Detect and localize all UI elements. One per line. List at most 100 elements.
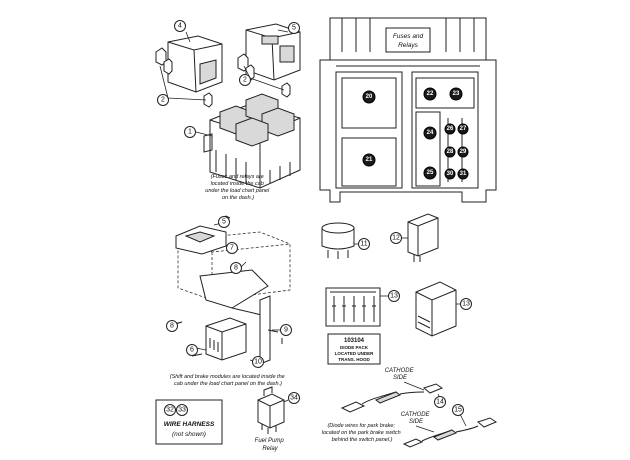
wire-harness-box: 32 33 WIRE HARNESS (not shown) xyxy=(155,399,223,445)
fuel-pump-label: Fuel Pump Relay xyxy=(255,438,286,452)
fuse-31: 31 xyxy=(457,168,469,180)
svg-text:15: 15 xyxy=(454,407,462,414)
fuse-30: 30 xyxy=(444,168,456,180)
fuse-panel-title-2: Relays xyxy=(398,42,419,49)
callout-5a: 5 xyxy=(218,216,230,228)
modules-location-note: (Shift and brake modules are located ins… xyxy=(170,374,287,387)
svg-text:27: 27 xyxy=(460,126,467,132)
module-9 xyxy=(205,317,247,361)
callout-9: 10 xyxy=(252,356,264,368)
callout-13: 13 xyxy=(460,298,472,310)
svg-text:1: 1 xyxy=(188,129,192,136)
svg-text:13: 13 xyxy=(462,301,470,308)
svg-text:5: 5 xyxy=(222,219,226,226)
connector-13: 13 xyxy=(415,281,472,337)
diode-pack-line1: DIODE PACK xyxy=(340,345,369,350)
relay-cover-4 xyxy=(245,23,301,81)
fuse-panel: Fuses and Relays 20 21 22 23 24 25 26 27… xyxy=(319,17,497,203)
svg-text:5: 5 xyxy=(292,25,296,32)
callout-5b: 6 xyxy=(186,344,198,356)
svg-text:23: 23 xyxy=(453,91,460,97)
callout-12: 13 xyxy=(388,290,400,302)
fuel-pump-relay-34: 34 Fuel Pump Relay xyxy=(255,386,300,452)
callout-10: 11 xyxy=(358,238,370,250)
diode-pack-number: 103104 xyxy=(344,338,365,344)
fuse-29: 29 xyxy=(457,146,469,158)
svg-text:26: 26 xyxy=(447,126,454,132)
flasher-10: 11 xyxy=(321,222,370,259)
wire-harness-subtitle: (not shown) xyxy=(172,431,206,438)
callout-1: 1 xyxy=(184,126,196,138)
svg-text:29: 29 xyxy=(460,149,467,155)
cathode-label-lower: CATHODE SIDE xyxy=(401,412,432,425)
svg-text:4: 4 xyxy=(178,23,182,30)
callout-7: 8 xyxy=(230,262,242,274)
relay-base-1 xyxy=(203,93,301,189)
svg-text:25: 25 xyxy=(427,170,434,176)
diode-pack-12: 13 103104 DIODE PACK LOCATED UNDER TRANS… xyxy=(325,287,400,365)
svg-text:34: 34 xyxy=(290,395,298,402)
fuse-20: 20 xyxy=(362,90,376,104)
relay-cover-3 xyxy=(167,35,223,93)
fuse-22: 22 xyxy=(423,87,437,101)
svg-text:33: 33 xyxy=(178,407,186,414)
fuse-26: 26 xyxy=(444,123,456,135)
fuse-28: 28 xyxy=(444,146,456,158)
cathode-label-upper: CATHODE SIDE xyxy=(385,368,416,381)
svg-text:30: 30 xyxy=(447,171,454,177)
svg-text:31: 31 xyxy=(460,171,467,177)
svg-text:8: 8 xyxy=(234,265,238,272)
svg-text:6: 6 xyxy=(190,347,194,354)
callout-8b: 9 xyxy=(280,324,292,336)
fuses-location-note: (Fuses and relays are located inside the… xyxy=(205,174,270,201)
svg-text:28: 28 xyxy=(447,149,454,155)
diode-pack-line2: LOCATED UNDER xyxy=(335,351,374,356)
svg-text:24: 24 xyxy=(427,130,434,136)
svg-text:11: 11 xyxy=(360,241,367,248)
fuse-24: 24 xyxy=(423,126,437,140)
svg-text:21: 21 xyxy=(366,157,373,163)
callout-8a: 8 xyxy=(166,320,178,332)
callout-6: 7 xyxy=(226,242,238,254)
bracket-7 xyxy=(199,269,271,365)
svg-text:8: 8 xyxy=(170,323,174,330)
svg-text:2: 2 xyxy=(161,97,165,104)
diode-pack-label-box xyxy=(327,333,381,365)
svg-text:14: 14 xyxy=(436,399,444,406)
diode-wire-14: CATHODE SIDE 14 xyxy=(340,368,446,413)
callout-33: 33 xyxy=(176,404,188,416)
svg-text:2: 2 xyxy=(243,77,247,84)
callout-11: 12 xyxy=(390,232,402,244)
fuse-panel-label-box xyxy=(385,27,431,53)
svg-text:32: 32 xyxy=(166,407,174,414)
diode-wires-note: (Diode wires for park brake; located on … xyxy=(322,423,402,443)
relay-assembly: 4 5 2 2 1 (Fuses and relays are located … xyxy=(155,20,301,201)
callout-2b: 2 xyxy=(239,74,251,86)
svg-text:10: 10 xyxy=(254,359,262,366)
svg-text:20: 20 xyxy=(366,94,373,100)
callout-15: 15 xyxy=(452,404,464,416)
diode-pack-line3: TRANS. HOOD xyxy=(338,357,370,362)
svg-text:22: 22 xyxy=(427,91,434,97)
svg-text:7: 7 xyxy=(230,245,234,252)
callout-14: 14 xyxy=(434,396,446,408)
retaining-clips xyxy=(155,47,291,108)
callout-34: 34 xyxy=(288,392,300,404)
callout-4: 5 xyxy=(288,22,300,34)
callout-32: 32 xyxy=(164,404,176,416)
connector-11: 12 xyxy=(390,213,439,262)
callout-3: 4 xyxy=(174,20,186,32)
svg-text:9: 9 xyxy=(284,327,288,334)
svg-text:12: 12 xyxy=(392,235,400,242)
fuse-27: 27 xyxy=(457,123,469,135)
module-6 xyxy=(175,225,227,255)
module-bracket-assembly: 5 7 8 8 9 6 10 (Shift and brake modules … xyxy=(166,215,292,387)
fuse-23: 23 xyxy=(449,87,463,101)
fuse-21: 21 xyxy=(362,153,376,167)
diode-wire-15: CATHODE SIDE 15 xyxy=(401,404,498,448)
callout-2a: 2 xyxy=(157,94,169,106)
wire-harness-title: WIRE HARNESS xyxy=(164,421,215,428)
svg-text:13: 13 xyxy=(390,293,398,300)
fuse-panel-title-1: Fuses and xyxy=(393,33,424,40)
